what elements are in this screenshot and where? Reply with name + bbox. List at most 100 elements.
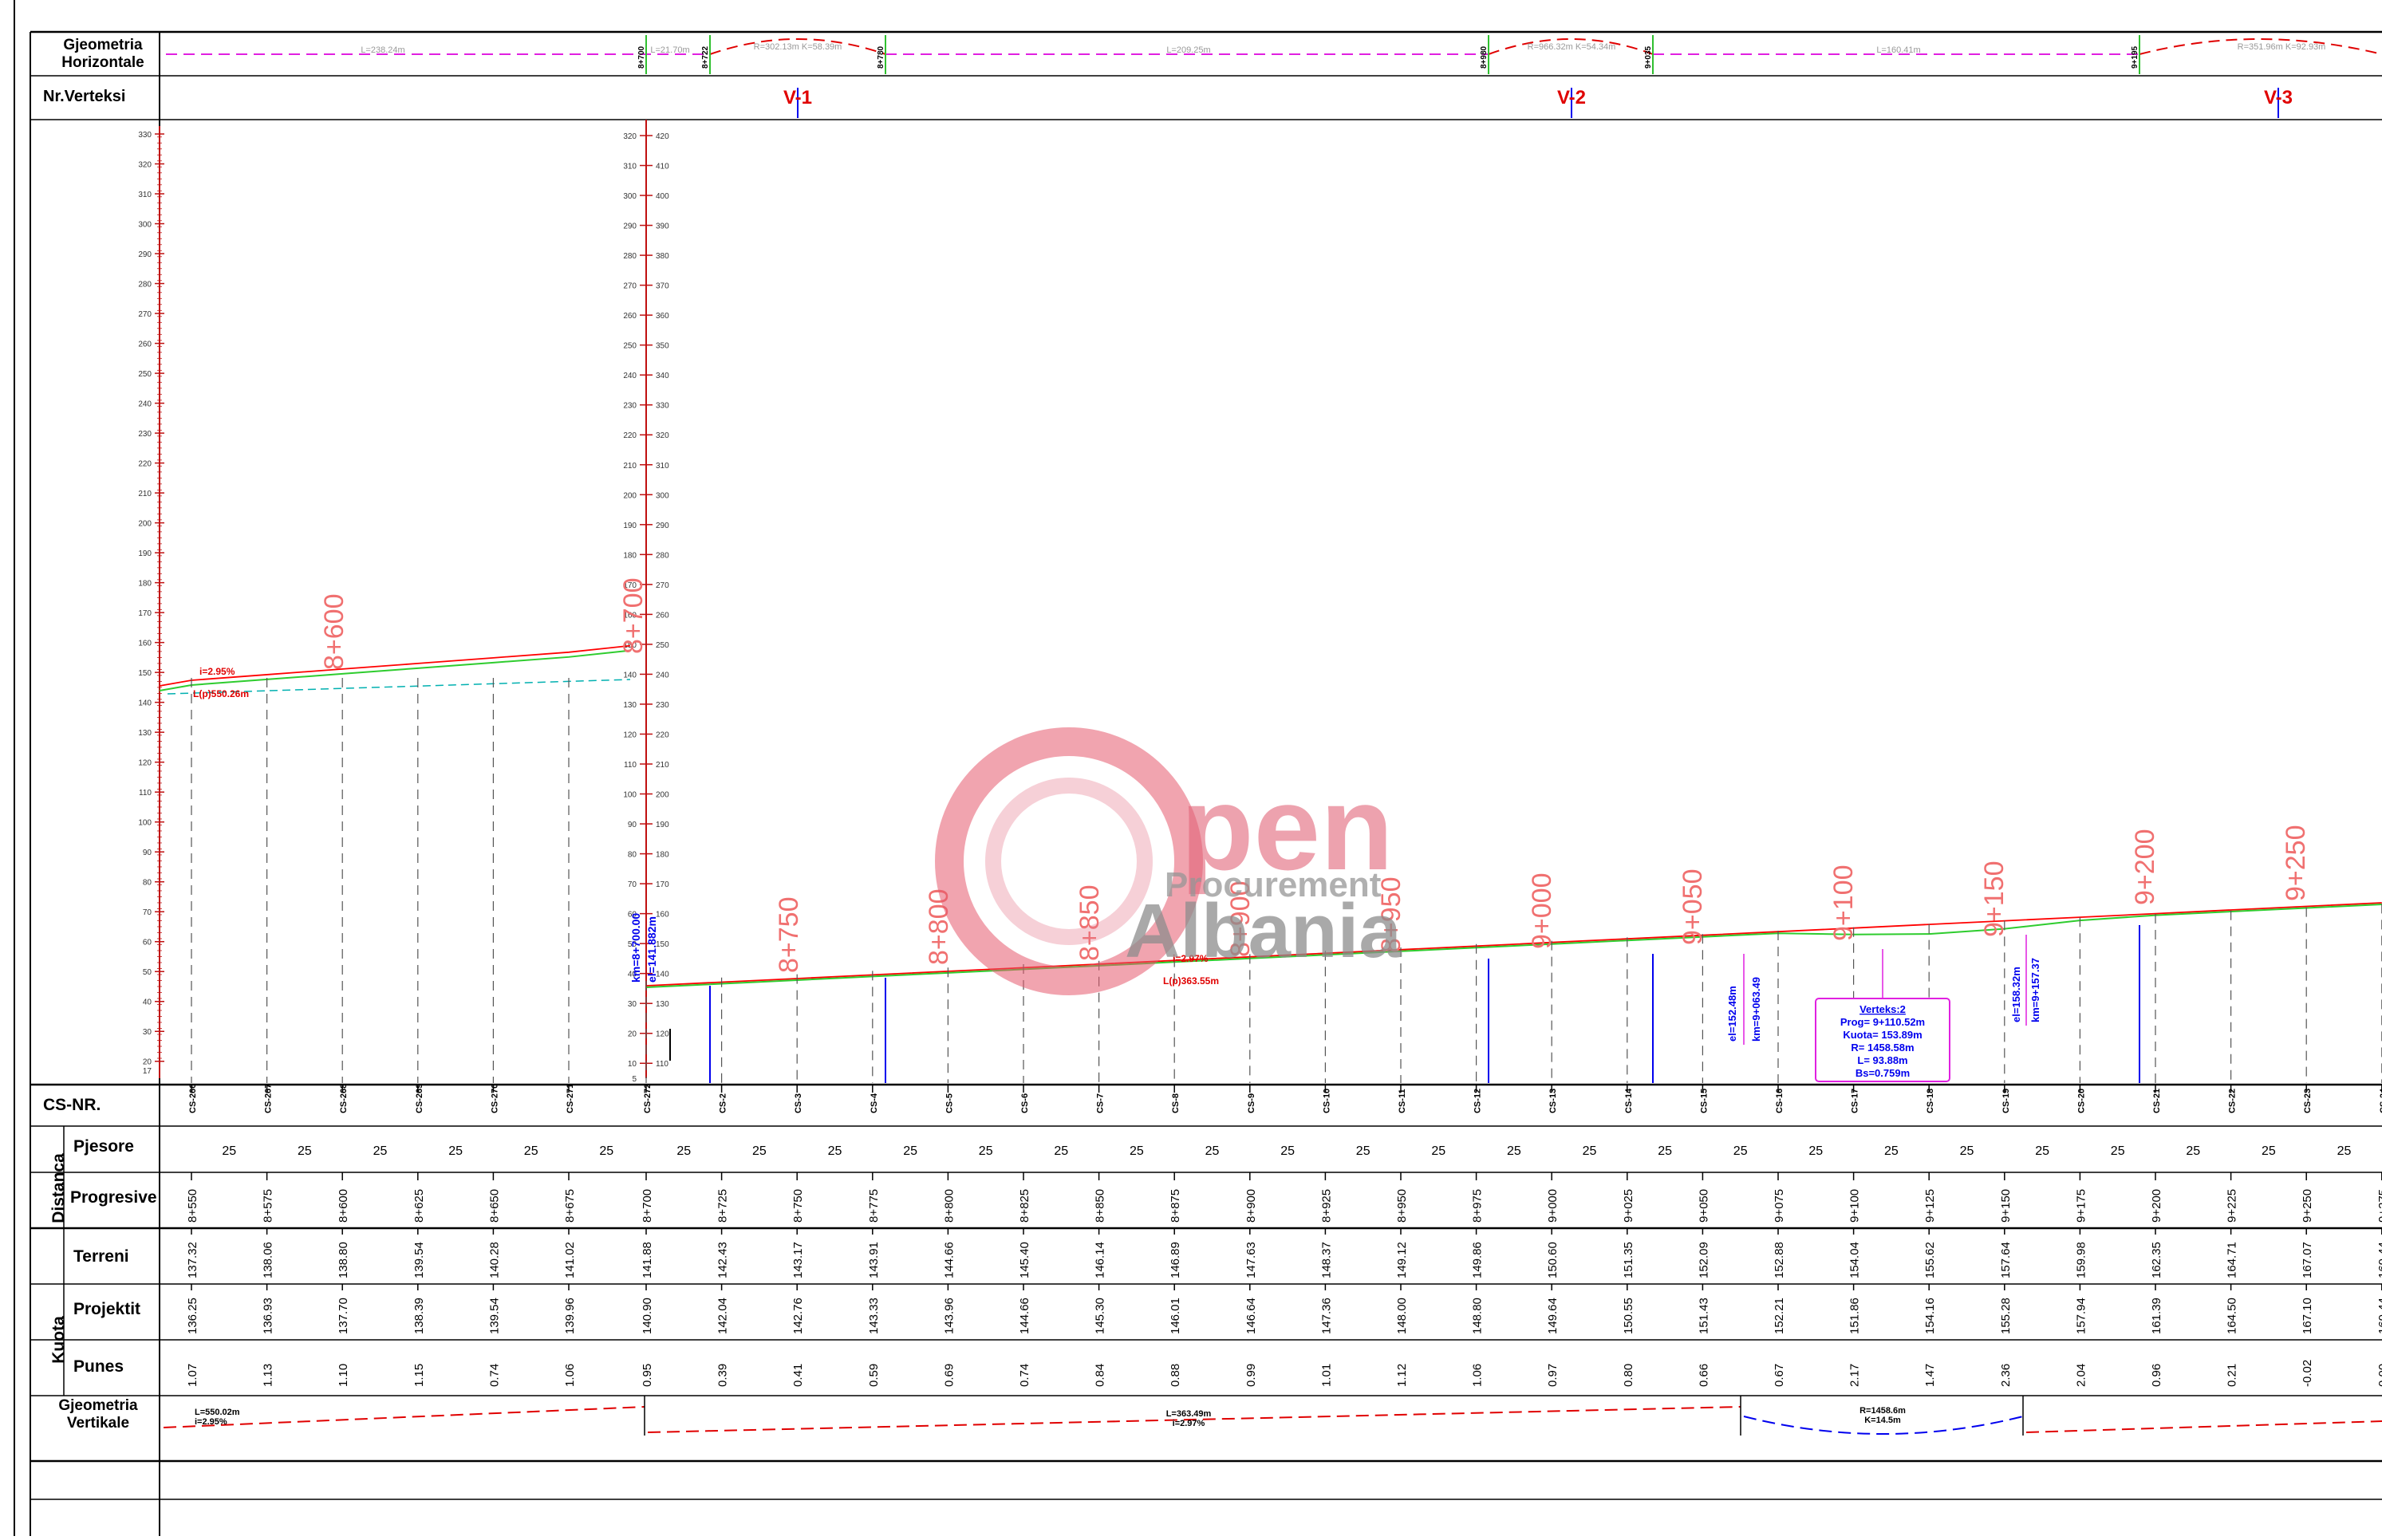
- progressive-value: 8+750: [791, 1189, 805, 1223]
- main-axis-tick-label: 30: [628, 1000, 637, 1009]
- cs-number: CS-6: [1020, 1093, 1030, 1113]
- main-axis-tick-label: 210: [623, 462, 637, 471]
- alignment-guide-left: [167, 679, 631, 695]
- vertical-curve: [1743, 1416, 2024, 1435]
- design-elevation: 151.86: [1848, 1298, 1862, 1334]
- grade-label-2: i=2.97%: [1173, 953, 1209, 964]
- main-axis-alt-tick-label: 130: [656, 1000, 669, 1009]
- vertical-segment-grade: i=2.95%: [195, 1417, 227, 1427]
- partial-distance: 25: [2262, 1144, 2276, 1158]
- vertex-info-line: Bs=0.759m: [1856, 1067, 1910, 1079]
- works-value: 1.07: [186, 1364, 199, 1387]
- left-axis-tick-label: 260: [138, 341, 152, 349]
- progressive-value: 8+800: [942, 1189, 956, 1223]
- design-elevation: 146.01: [1169, 1298, 1182, 1334]
- design-elevation: 139.96: [563, 1298, 577, 1334]
- partial-distance: 25: [752, 1144, 767, 1158]
- main-axis-tick-label: 60: [628, 911, 637, 920]
- left-axis-tick-label: 20: [143, 1058, 152, 1067]
- main-axis-tick-label: 130: [623, 701, 637, 710]
- main-axis-tick-label: 110: [624, 761, 637, 770]
- left-axis-tick-label: 210: [138, 490, 152, 498]
- label-horizontal-geometry: Gjeometria Horizontale: [61, 37, 144, 71]
- design-elevation: 148.80: [1471, 1298, 1485, 1334]
- partial-distance: 25: [1960, 1144, 1974, 1158]
- main-axis-alt-tick-label: 240: [656, 671, 669, 679]
- partial-distance: 25: [1507, 1144, 1521, 1158]
- partial-distance: 25: [2337, 1144, 2352, 1158]
- main-axis-alt-tick-label: 230: [656, 701, 669, 710]
- partial-distance: 25: [2111, 1144, 2125, 1158]
- partial-distance: 25: [1884, 1144, 1899, 1158]
- main-axis-tick-label: 140: [623, 671, 637, 679]
- partial-distance: 25: [1733, 1144, 1748, 1158]
- vertex-info-line: Verteks:2: [1859, 1003, 1906, 1015]
- ground-elevation: 154.04: [1848, 1242, 1862, 1278]
- works-value: 0.69: [942, 1364, 956, 1387]
- progressive-value: 8+650: [487, 1189, 501, 1223]
- station-label: 8+850: [1075, 885, 1105, 962]
- main-axis-alt-tick-label: 420: [656, 132, 669, 141]
- ground-elevation: 157.64: [1999, 1242, 2013, 1278]
- vertical-segment-length: L=550.02m: [195, 1408, 240, 1417]
- design-elevation: 144.66: [1018, 1298, 1031, 1334]
- watermark-word-1: pen: [1181, 761, 1394, 895]
- partial-distance: 25: [828, 1144, 842, 1158]
- vertical-curve-k: K=14.5m: [1864, 1416, 1901, 1425]
- watermark-word-3: Albania: [1125, 888, 1402, 974]
- ground-elevation: 151.35: [1622, 1242, 1635, 1278]
- partial-distance: 25: [1205, 1144, 1220, 1158]
- cs-number: CS-24: [2379, 1088, 2382, 1113]
- left-axis-tick-label: 60: [143, 939, 152, 947]
- cs-number: CS-271: [566, 1084, 575, 1113]
- main-axis-tick-label: 50: [628, 940, 637, 949]
- cs-number: CS-10: [1322, 1089, 1331, 1113]
- progressive-value: 9+275: [2376, 1189, 2382, 1223]
- cs-number: CS-22: [2228, 1089, 2238, 1113]
- partial-distance: 25: [599, 1144, 613, 1158]
- cs-number: CS-17: [1851, 1089, 1860, 1113]
- progressive-value: 9+025: [1622, 1189, 1635, 1223]
- main-axis-alt-tick-label: 140: [656, 971, 669, 979]
- station-label: 8+900: [1225, 881, 1256, 958]
- partial-distance: 25: [1808, 1144, 1823, 1158]
- main-axis-tick-label: 220: [623, 431, 637, 440]
- partial-distance: 25: [1431, 1144, 1445, 1158]
- partial-distance: 25: [1658, 1144, 1672, 1158]
- cs-number: CS-266: [188, 1084, 198, 1113]
- main-axis-alt-tick-label: 310: [656, 462, 669, 471]
- design-elevation: 147.36: [1319, 1298, 1333, 1334]
- ground-elevation: 149.86: [1471, 1242, 1485, 1278]
- left-axis-tick-label: 140: [138, 699, 152, 708]
- works-value: 0.95: [641, 1364, 654, 1387]
- left-axis-tick-label: 300: [138, 221, 152, 230]
- label-design: Projektit: [73, 1300, 141, 1318]
- left-axis-tick-label: 230: [138, 430, 152, 439]
- station-label: 8+700: [618, 578, 649, 655]
- station-tick-label: 9+195: [2131, 45, 2139, 69]
- main-axis-tick-label: 20: [628, 1030, 637, 1039]
- left-axis-tick-label: 80: [143, 879, 152, 888]
- design-elevation: 139.54: [487, 1298, 501, 1334]
- ground-elevation: 152.88: [1773, 1242, 1786, 1278]
- vertex-start-el: el=141.882m: [645, 916, 658, 983]
- curve-segment: [2139, 38, 2382, 55]
- vertical-curve-radius: R=1458.6m: [1859, 1406, 1906, 1416]
- left-axis-tick-label: 220: [138, 460, 152, 469]
- curve-params: R=351.96m K=92.93m: [2238, 42, 2326, 52]
- ground-elevation: 164.71: [2226, 1242, 2239, 1278]
- data-table: CS-266258+550137.32136.251.07CS-267258+5…: [186, 1084, 2382, 1387]
- main-axis-alt-tick-label: 360: [656, 312, 669, 321]
- vertical-geometry-band: L=550.02mi=2.95%L=363.49mi=2.97%R=1458.6…: [163, 1396, 2382, 1436]
- cs-number: CS-7: [1096, 1093, 1106, 1113]
- cs-number: CS-268: [339, 1084, 349, 1113]
- curve-start-km: km=9+063.49: [1750, 977, 1762, 1042]
- vertex-info-line: R= 1458.58m: [1851, 1042, 1914, 1054]
- left-axis-tick-label: 150: [138, 669, 152, 678]
- main-axis-alt-tick-label: 350: [656, 342, 669, 351]
- tangent-length: L=160.41m: [1876, 45, 1920, 55]
- main-axis-tick-label: 40: [628, 971, 637, 979]
- tangent-length: L=21.70m: [650, 45, 689, 55]
